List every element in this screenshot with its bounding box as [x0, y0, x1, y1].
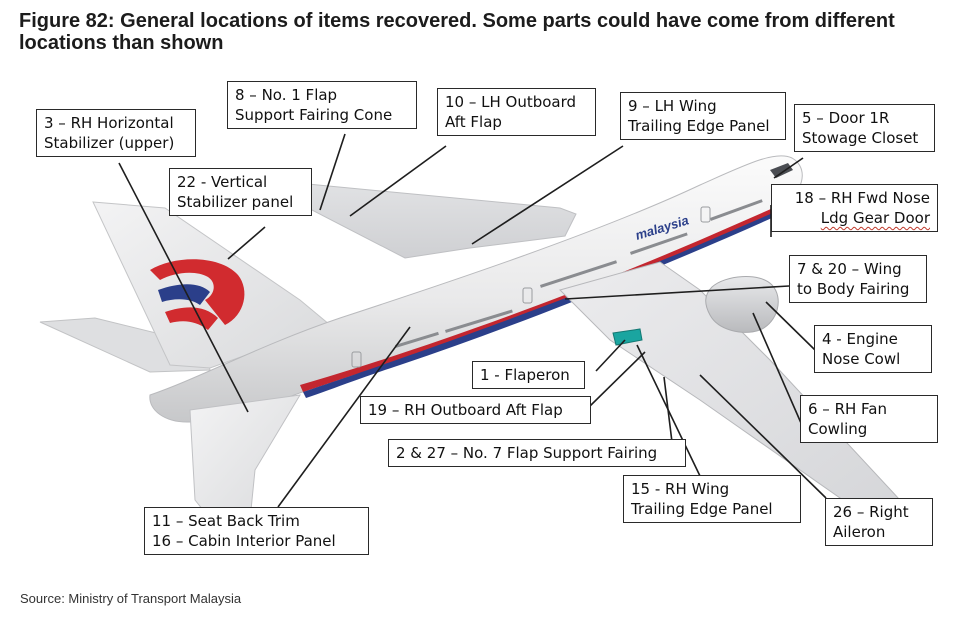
label-line: 3 – RH Horizontal [44, 114, 174, 132]
label-2-27-no-7-flap-support-fairing: 2 & 27 – No. 7 Flap Support Fairing [388, 439, 686, 467]
leader-lines [118, 133, 827, 508]
label-5-door-1r-stowage-closet: 5 – Door 1R Stowage Closet [794, 104, 935, 152]
label-line: 2 & 27 – No. 7 Flap Support Fairing [396, 444, 658, 462]
label-line: Ldg Gear Door [820, 209, 930, 227]
label-line: Aileron [833, 523, 886, 541]
label-line: 16 – Cabin Interior Panel [152, 532, 336, 550]
label-4-engine-nose-cowl: 4 - Engine Nose Cowl [814, 325, 932, 373]
label-line: 9 – LH Wing [628, 97, 717, 115]
label-line: 11 – Seat Back Trim [152, 512, 300, 530]
label-line: 10 – LH Outboard [445, 93, 577, 111]
airline-tail-logo [150, 259, 245, 330]
label-line: 15 - RH Wing [631, 480, 730, 498]
label-19-rh-outboard-aft-flap: 19 – RH Outboard Aft Flap [360, 396, 591, 424]
label-10-lh-outboard-aft-flap: 10 – LH Outboard Aft Flap [437, 88, 596, 136]
label-8-flap-support-fairing-cone: 8 – No. 1 Flap Support Fairing Cone [227, 81, 417, 129]
livery-stripe-blue [303, 209, 783, 398]
label-line: 18 – RH Fwd Nose [794, 189, 930, 207]
label-line: 4 - Engine [822, 330, 898, 348]
figure-title: Figure 82: General locations of items re… [19, 10, 895, 54]
label-9-lh-wing-trailing-edge-panel: 9 – LH Wing Trailing Edge Panel [620, 92, 786, 140]
label-3-rh-horizontal-stabilizer: 3 – RH Horizontal Stabilizer (upper) [36, 109, 196, 157]
label-26-right-aileron: 26 – Right Aileron [825, 498, 933, 546]
label-line: 7 & 20 – Wing [797, 260, 902, 278]
flaperon-highlight [612, 328, 643, 346]
label-line: Stowage Closet [802, 129, 919, 147]
label-line: Trailing Edge Panel [631, 500, 773, 518]
label-line: 1 - Flaperon [480, 366, 570, 384]
label-line: Aft Flap [445, 113, 502, 131]
label-15-rh-wing-trailing-edge-panel: 15 - RH Wing Trailing Edge Panel [623, 475, 801, 523]
right-horizontal-stabilizer [189, 394, 301, 526]
label-line: 6 – RH Fan [808, 400, 887, 418]
label-1-flaperon: 1 - Flaperon [472, 361, 585, 389]
left-wing [249, 177, 577, 259]
label-line: 22 - Vertical [177, 173, 268, 191]
source-note: Source: Ministry of Transport Malaysia [20, 591, 242, 606]
label-line: 26 – Right [833, 503, 909, 521]
label-11-16-seat-back-trim-cabin-interior-panel: 11 – Seat Back Trim 16 – Cabin Interior … [144, 507, 369, 555]
cabin-windows [395, 199, 763, 348]
label-line: Stabilizer (upper) [44, 134, 175, 152]
label-line: Trailing Edge Panel [628, 117, 770, 135]
label-line: to Body Fairing [797, 280, 910, 298]
cockpit-windshield [770, 163, 793, 178]
label-line: 5 – Door 1R [802, 109, 890, 127]
label-22-vertical-stabilizer-panel: 22 - Vertical Stabilizer panel [169, 168, 312, 216]
label-line: 19 – RH Outboard Aft Flap [368, 401, 563, 419]
label-18-rh-fwd-nose-ldg-gear-door: 18 – RH Fwd Nose Ldg Gear Door [771, 184, 938, 232]
label-7-20-wing-to-body-fairing: 7 & 20 – Wing to Body Fairing [789, 255, 927, 303]
label-line: Stabilizer panel [177, 193, 294, 211]
cabin-doors [351, 206, 711, 368]
livery-stripe-red [300, 205, 782, 392]
label-line: Support Fairing Cone [235, 106, 393, 124]
label-line: Nose Cowl [822, 350, 901, 368]
label-line: 8 – No. 1 Flap [235, 86, 338, 104]
label-6-rh-fan-cowling: 6 – RH Fan Cowling [800, 395, 938, 443]
label-line: Cowling [808, 420, 868, 438]
